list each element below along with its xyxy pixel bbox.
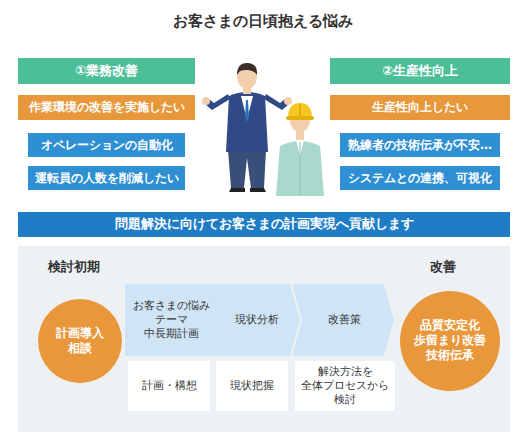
category-header: ①業務改善 — [18, 58, 195, 84]
category-header: ②生産性向上 — [330, 58, 510, 84]
process-chevron: お客さまの悩み テーマ 中長期計画 — [125, 284, 224, 356]
node-label: 解決方法を 全体プロセスから 検討 — [301, 365, 389, 406]
node-label: 問題解決に向けてお客さまの計画実現へ貢献します — [115, 216, 414, 232]
node-label: 作業環境の改善を実施したい — [29, 100, 185, 115]
start-circle: 計画導入 相談 — [38, 299, 122, 383]
issue-box: 作業環境の改善を実施したい — [18, 95, 195, 120]
detail-box: システムとの連携、可視化 — [340, 166, 500, 190]
step-box: 解決方法を 全体プロセスから 検討 — [295, 361, 395, 411]
axis-start-label: 検討初期 — [48, 259, 100, 275]
process-chevron: 現状分析 — [212, 284, 300, 356]
node-label: ②生産性向上 — [382, 63, 458, 79]
detail-box: 運転員の人数を削減したい — [28, 166, 185, 190]
node-label: 生産性向上したい — [372, 100, 468, 115]
process-chevron: 改善策 — [292, 284, 394, 356]
node-label: お客さまの悩み テーマ 中長期計画 — [133, 299, 210, 340]
title: お客さまの日頃抱える悩み — [0, 12, 525, 31]
node-label: 熟練者の技術伝承が不安… — [348, 138, 492, 153]
process-panel: 検討初期 改善計画導入 相談お客さまの悩み テーマ 中長期計画 現状分析 改善策計画・… — [18, 246, 510, 432]
detail-box: 熟練者の技術伝承が不安… — [340, 133, 500, 157]
node-label: 計画導入 相談 — [56, 326, 104, 356]
node-label: オペレーションの自動化 — [41, 138, 173, 153]
node-label: ①業務改善 — [75, 63, 138, 79]
banner-band: 問題解決に向けてお客さまの計画実現へ貢献します — [18, 212, 510, 237]
step-box: 計画・構想 — [128, 361, 210, 411]
step-box: 現状把握 — [216, 361, 288, 411]
node-label: 品質安定化 歩留まり改善 技術伝承 — [414, 318, 486, 363]
detail-box: オペレーションの自動化 — [28, 133, 185, 157]
issue-box: 生産性向上したい — [330, 95, 510, 120]
node-label: 運転員の人数を削減したい — [35, 171, 179, 186]
node-label: 現状分析 — [235, 313, 279, 327]
worker-figure — [276, 103, 324, 196]
result-circle: 品質安定化 歩留まり改善 技術伝承 — [400, 291, 501, 392]
node-label: 計画・構想 — [142, 379, 197, 393]
axis-end-label: 改善 — [430, 259, 456, 275]
node-label: システムとの連携、可視化 — [348, 171, 492, 186]
node-label: 現状把握 — [230, 379, 274, 393]
node-label: 改善策 — [328, 313, 361, 327]
